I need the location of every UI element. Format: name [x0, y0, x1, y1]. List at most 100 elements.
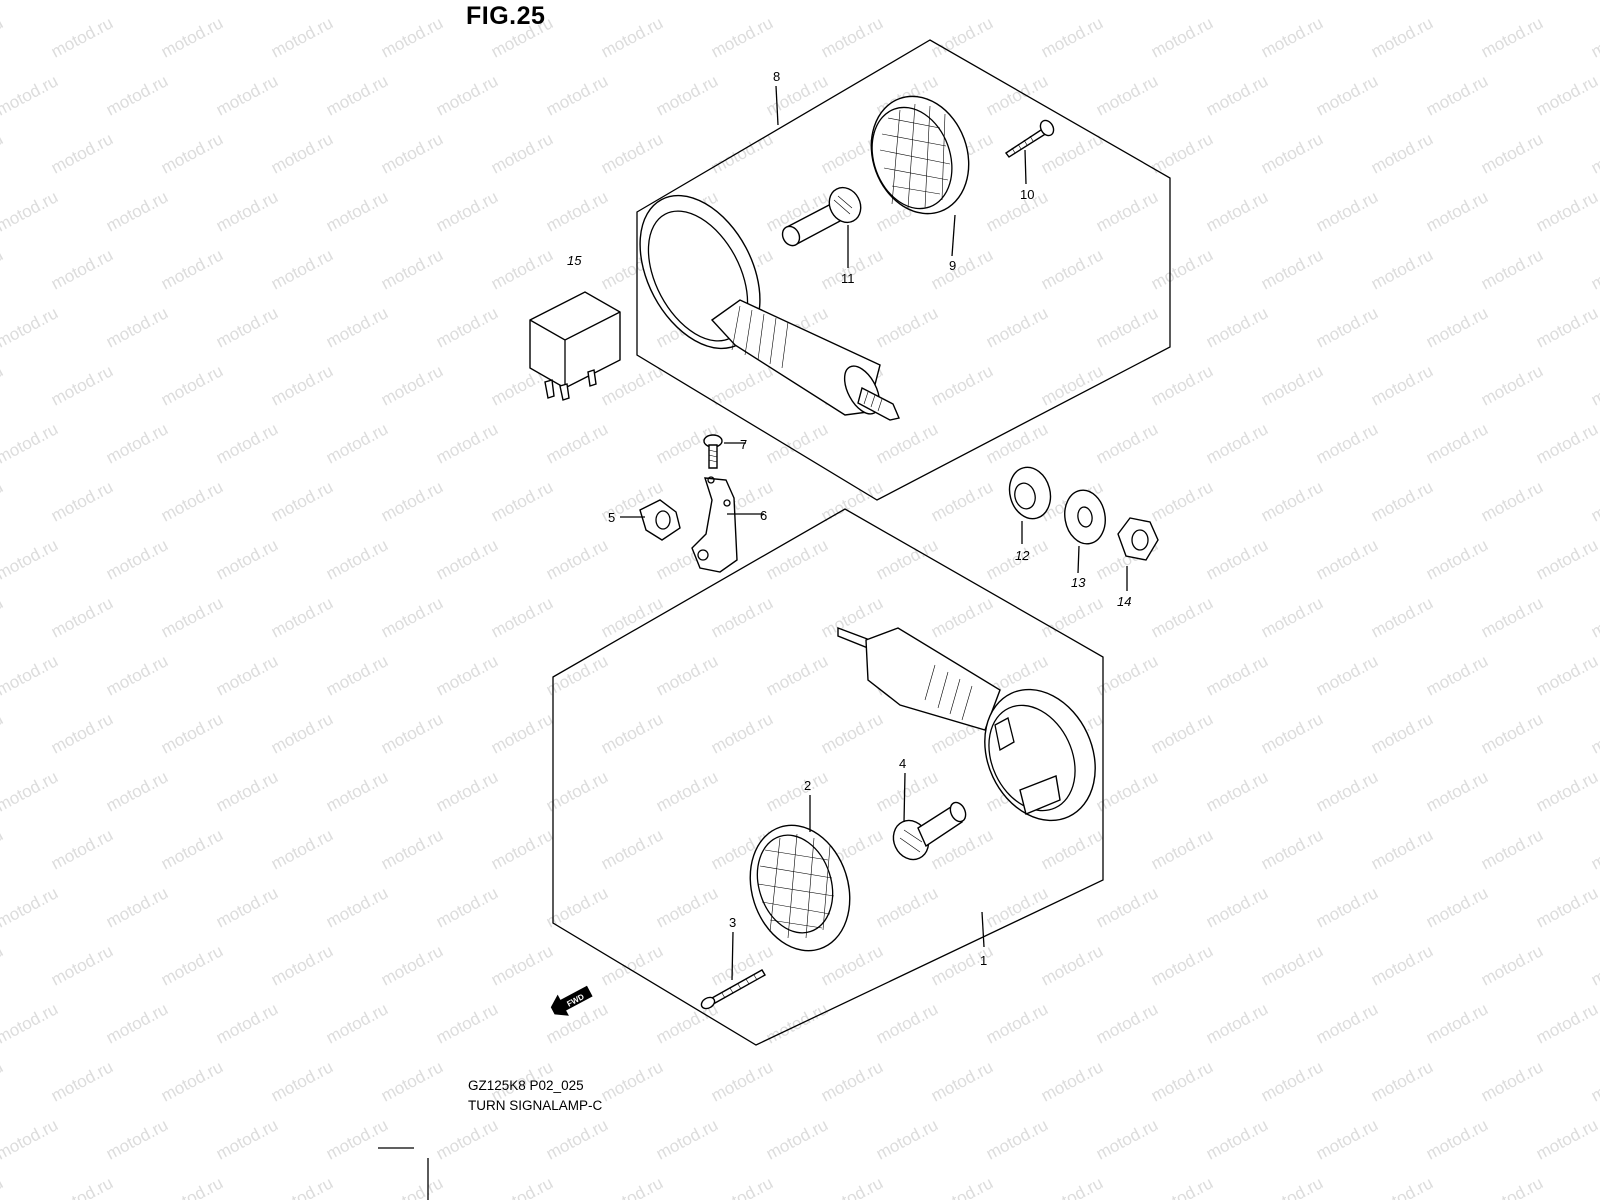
watermark-text: motod.ru	[1038, 245, 1106, 293]
watermark-text: motod.ru	[763, 651, 831, 699]
part-label-10: 10	[1020, 187, 1034, 202]
bolt	[703, 434, 723, 469]
watermark-text: motod.ru	[268, 477, 336, 525]
watermark-text: motod.ru	[1533, 71, 1600, 119]
watermark-text: motod.ru	[1478, 129, 1546, 177]
watermark-text: motod.ru	[598, 13, 666, 61]
watermark-text: motod.ru	[1533, 303, 1600, 351]
watermark-text: motod.ru	[818, 941, 886, 989]
bulb-lower	[892, 801, 967, 861]
watermark-text: motod.ru	[1313, 767, 1381, 815]
watermark-text: motod.ru	[818, 13, 886, 61]
watermark-text: motod.ru	[763, 767, 831, 815]
watermark-text: motod.ru	[433, 651, 501, 699]
watermark-text: motod.ru	[1093, 187, 1161, 235]
watermark-text: motod.ru	[763, 535, 831, 583]
watermark-text: motod.ru	[1038, 13, 1106, 61]
watermark-text: motod.ru	[983, 999, 1051, 1047]
watermark-text: motod.ru	[1588, 1173, 1600, 1200]
watermark-text: motod.ru	[1368, 1173, 1436, 1200]
watermark-text: motod.ru	[1313, 71, 1381, 119]
watermark-text: motod.ru	[598, 709, 666, 757]
watermark-text: motod.ru	[158, 245, 226, 293]
watermark-text: motod.ru	[1533, 651, 1600, 699]
watermark-text: motod.ru	[1203, 71, 1271, 119]
watermark-text: motod.ru	[1313, 883, 1381, 931]
watermark-text: motod.ru	[1533, 767, 1600, 815]
watermark-text: motod.ru	[213, 0, 281, 4]
watermark-text: motod.ru	[1368, 941, 1436, 989]
part-label-4: 4	[899, 756, 906, 771]
watermark-text: motod.ru	[1203, 651, 1271, 699]
watermark-text: motod.ru	[1368, 13, 1436, 61]
watermark-text: motod.ru	[1368, 1057, 1436, 1105]
watermark-text: motod.ru	[488, 477, 556, 525]
watermark-text: motod.ru	[763, 0, 831, 4]
watermark-text: motod.ru	[543, 535, 611, 583]
watermark-text: motod.ru	[1313, 999, 1381, 1047]
watermark-text: motod.ru	[1038, 941, 1106, 989]
watermark-text: motod.ru	[708, 593, 776, 641]
watermark-text: motod.ru	[1258, 709, 1326, 757]
watermark-text: motod.ru	[158, 1057, 226, 1105]
watermark-text: motod.ru	[1258, 361, 1326, 409]
watermark-text: motod.ru	[1423, 419, 1491, 467]
watermark-text: motod.ru	[103, 187, 171, 235]
watermark-text: motod.ru	[1533, 0, 1600, 4]
watermark-text: motod.ru	[0, 361, 6, 409]
watermark-text: motod.ru	[1148, 709, 1216, 757]
watermark-text: motod.ru	[1313, 0, 1381, 4]
watermark-text: motod.ru	[1423, 767, 1491, 815]
watermark-text: motod.ru	[598, 825, 666, 873]
watermark-text: motod.ru	[103, 0, 171, 4]
watermark-text: motod.ru	[433, 1115, 501, 1163]
watermark-text: motod.ru	[158, 941, 226, 989]
leader-lines	[620, 85, 1128, 981]
lens-lower	[749, 824, 851, 952]
watermark-text: motod.ru	[1093, 303, 1161, 351]
watermark-text: motod.ru	[48, 941, 116, 989]
watermark-text: motod.ru	[1478, 1057, 1546, 1105]
watermark-text: motod.ru	[0, 1057, 6, 1105]
watermark-text: motod.ru	[213, 1115, 281, 1163]
watermark-text: motod.ru	[48, 13, 116, 61]
watermark-text: motod.ru	[158, 593, 226, 641]
watermark-text: motod.ru	[0, 187, 61, 235]
watermark-text: motod.ru	[873, 419, 941, 467]
watermark-text: motod.ru	[213, 303, 281, 351]
part-label-9: 9	[949, 258, 956, 273]
watermark-text: motod.ru	[433, 303, 501, 351]
watermark-text: motod.ru	[1203, 999, 1271, 1047]
watermark-text: motod.ru	[1258, 593, 1326, 641]
watermark-text: motod.ru	[1093, 883, 1161, 931]
watermark-text: motod.ru	[213, 651, 281, 699]
watermark-text: motod.ru	[213, 187, 281, 235]
watermark-text: motod.ru	[378, 361, 446, 409]
watermark-text: motod.ru	[0, 941, 6, 989]
watermark-text: motod.ru	[598, 941, 666, 989]
watermark-text: motod.ru	[0, 709, 6, 757]
watermark-text: motod.ru	[0, 129, 6, 177]
watermark-text: motod.ru	[378, 13, 446, 61]
watermark-text: motod.ru	[763, 999, 831, 1047]
watermark-text: motod.ru	[323, 419, 391, 467]
part-label-2: 2	[804, 778, 811, 793]
watermark-text: motod.ru	[1588, 129, 1600, 177]
watermark-text: motod.ru	[0, 477, 6, 525]
watermark-text: motod.ru	[433, 71, 501, 119]
watermark-text: motod.ru	[268, 361, 336, 409]
watermark-text: motod.ru	[323, 651, 391, 699]
watermark-text: motod.ru	[928, 361, 996, 409]
part-numbers: 1 2 3 4 5 6 7 8 9 10 11 12 13 14 15	[567, 69, 1131, 968]
watermark-text: motod.ru	[0, 1173, 6, 1200]
assembly-frame-upper	[636, 39, 1171, 501]
watermark-text: motod.ru	[213, 71, 281, 119]
lens-upper	[870, 95, 970, 215]
watermark-text: motod.ru	[1313, 187, 1381, 235]
watermark-text: motod.ru	[0, 767, 61, 815]
grommet	[639, 499, 681, 541]
watermark-text: motod.ru	[103, 419, 171, 467]
watermark-text: motod.ru	[598, 1173, 666, 1200]
bracket	[691, 476, 738, 573]
watermark-text: motod.ru	[1478, 709, 1546, 757]
